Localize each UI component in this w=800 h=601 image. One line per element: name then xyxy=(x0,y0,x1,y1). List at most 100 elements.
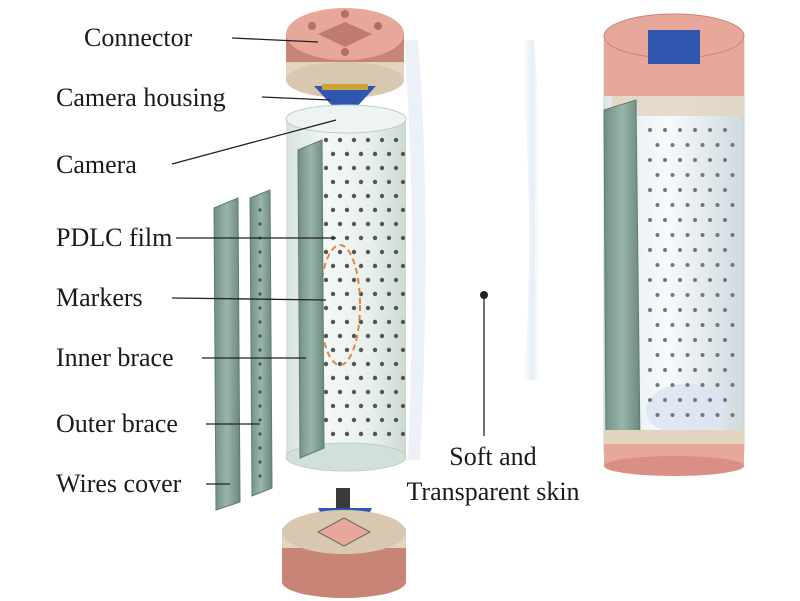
marker-dot xyxy=(344,347,350,353)
marker-dot xyxy=(379,221,385,227)
marker-dot xyxy=(365,221,371,227)
marker-dot xyxy=(730,353,735,357)
marker-dot xyxy=(648,338,652,342)
skin-sheet-icon xyxy=(404,40,543,460)
marker-dot xyxy=(663,368,667,372)
marker-dot xyxy=(730,263,735,267)
label-skin-line2: Transparent skin xyxy=(406,476,580,506)
marker-dot xyxy=(663,338,667,342)
marker-dot xyxy=(663,158,667,162)
marker-dot xyxy=(685,143,690,147)
marker-dot xyxy=(393,193,399,199)
marker-dot xyxy=(648,128,652,132)
label-pdlc-film: PDLC film xyxy=(56,223,173,252)
marker-dot xyxy=(337,193,343,199)
marker-dot xyxy=(323,333,329,339)
marker-dot xyxy=(386,235,392,241)
label-markers: Markers xyxy=(56,283,143,312)
marker-dot xyxy=(379,333,385,339)
marker-dot xyxy=(685,293,690,297)
marker-dot xyxy=(258,292,262,296)
marker-dot xyxy=(700,353,705,357)
marker-dot xyxy=(258,250,262,254)
marker-dot xyxy=(330,347,336,353)
marker-dot xyxy=(393,277,399,283)
marker-dot xyxy=(648,218,652,222)
marker-dot xyxy=(700,203,705,207)
marker-dot xyxy=(648,308,652,312)
marker-dot xyxy=(258,432,262,436)
marker-dot xyxy=(393,249,399,255)
marker-dot xyxy=(337,277,343,283)
marker-dot xyxy=(685,353,690,357)
marker-dot xyxy=(365,193,371,199)
marker-dot xyxy=(400,235,406,241)
marker-dot xyxy=(351,333,357,339)
marker-dot xyxy=(386,291,392,297)
marker-dot xyxy=(258,348,262,352)
marker-dot xyxy=(730,203,735,207)
marker-dot xyxy=(344,375,350,381)
marker-dot xyxy=(386,431,392,437)
marker-dot xyxy=(323,417,329,423)
marker-dot xyxy=(670,353,675,357)
marker-dot xyxy=(337,305,343,311)
marker-dot xyxy=(715,413,720,417)
marker-dot xyxy=(323,305,329,311)
marker-dot xyxy=(715,233,720,237)
marker-dot xyxy=(365,137,371,143)
marker-dot xyxy=(700,323,705,327)
marker-dot xyxy=(358,347,364,353)
leader-lines xyxy=(171,37,485,485)
marker-dot xyxy=(400,347,406,353)
marker-dot xyxy=(393,137,399,143)
label-soft-transparent-skin: Soft and Transparent skin xyxy=(398,440,588,509)
marker-dot xyxy=(678,128,682,132)
marker-dot xyxy=(708,398,712,402)
marker-dot xyxy=(372,263,378,269)
marker-dot xyxy=(655,143,660,147)
marker-dot xyxy=(655,203,660,207)
marker-dot xyxy=(258,264,262,268)
marker-dot xyxy=(678,158,682,162)
marker-dot xyxy=(648,278,652,282)
marker-dot xyxy=(365,333,371,339)
marker-dot xyxy=(648,188,652,192)
marker-dot xyxy=(379,361,385,367)
marker-dot xyxy=(323,137,329,143)
marker-dot xyxy=(723,308,727,312)
marker-dot xyxy=(670,203,675,207)
marker-dot xyxy=(365,305,371,311)
marker-dot xyxy=(372,431,378,437)
marker-dot xyxy=(358,207,364,213)
markers-leader xyxy=(171,297,327,301)
marker-dot xyxy=(708,368,712,372)
marker-dot xyxy=(393,389,399,395)
marker-dot xyxy=(365,165,371,171)
marker-dot xyxy=(655,263,660,267)
marker-dot xyxy=(693,188,697,192)
marker-dot xyxy=(693,338,697,342)
marker-dot xyxy=(708,308,712,312)
marker-dot xyxy=(258,334,262,338)
marker-dot xyxy=(323,361,329,367)
marker-dot xyxy=(351,137,357,143)
marker-dot xyxy=(351,221,357,227)
marker-dot xyxy=(670,413,675,417)
marker-dot xyxy=(700,413,705,417)
marker-dot xyxy=(678,218,682,222)
marker-dot xyxy=(379,277,385,283)
marker-dot xyxy=(323,165,329,171)
marker-dot xyxy=(372,291,378,297)
marker-dot xyxy=(386,263,392,269)
marker-dot xyxy=(323,277,329,283)
marker-dot xyxy=(337,333,343,339)
marker-dot xyxy=(708,128,712,132)
marker-dot xyxy=(678,338,682,342)
marker-dot xyxy=(655,233,660,237)
marker-dot xyxy=(323,249,329,255)
marker-dot xyxy=(708,188,712,192)
marker-dot xyxy=(685,323,690,327)
marker-dot xyxy=(655,383,660,387)
